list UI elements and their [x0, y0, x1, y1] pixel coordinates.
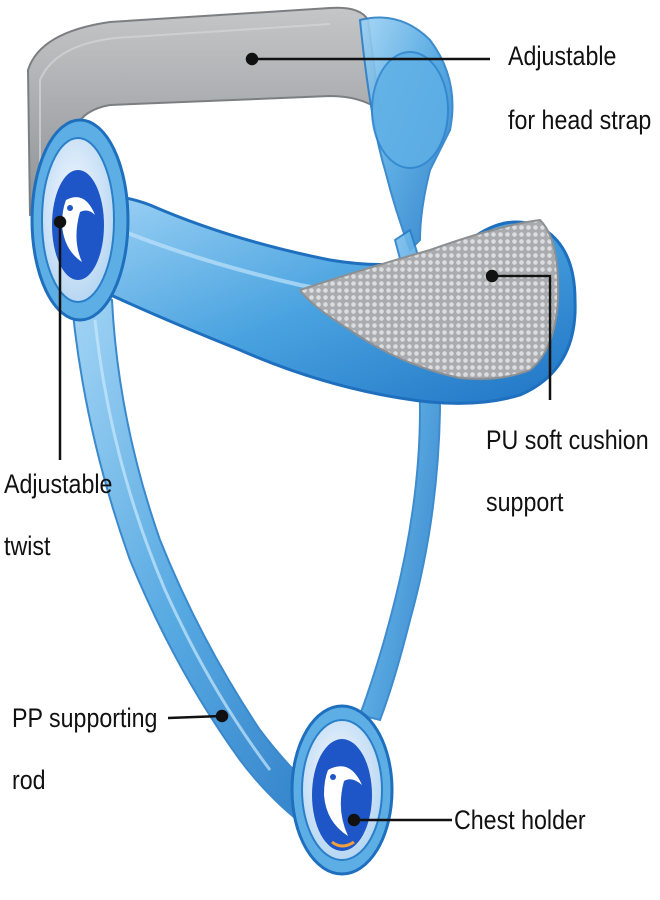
label-adjustable-twist-line2: twist: [4, 531, 51, 561]
chest-holder-knob: [290, 704, 394, 876]
dolphin-logo-icon: [52, 170, 104, 280]
leader-chest: [347, 813, 452, 827]
leader-twist: [53, 215, 67, 460]
label-pu-cushion-line1: PU soft cushion: [486, 425, 649, 455]
leader-head-strap: [245, 52, 490, 66]
label-adjustable-head-strap-line2: for head strap: [508, 105, 652, 135]
leader-rod: [167, 709, 229, 723]
label-pp-rod-line1: PP supporting: [12, 703, 158, 733]
label-adjustable-head-strap-line1: Adjustable: [508, 41, 617, 71]
side-twist-knob: [30, 118, 130, 322]
leader-lines: [53, 52, 552, 827]
label-adjustable-twist-line1: Adjustable: [4, 469, 113, 499]
label-chest-holder: Chest holder: [454, 805, 586, 835]
label-pu-cushion-line2: support: [486, 487, 564, 517]
label-pp-rod-line2: rod: [12, 765, 46, 795]
rear-frame: [358, 16, 454, 252]
leader-cushion: [485, 269, 552, 400]
dolphin-logo-icon: [312, 739, 372, 851]
pu-soft-cushion: [298, 218, 560, 380]
